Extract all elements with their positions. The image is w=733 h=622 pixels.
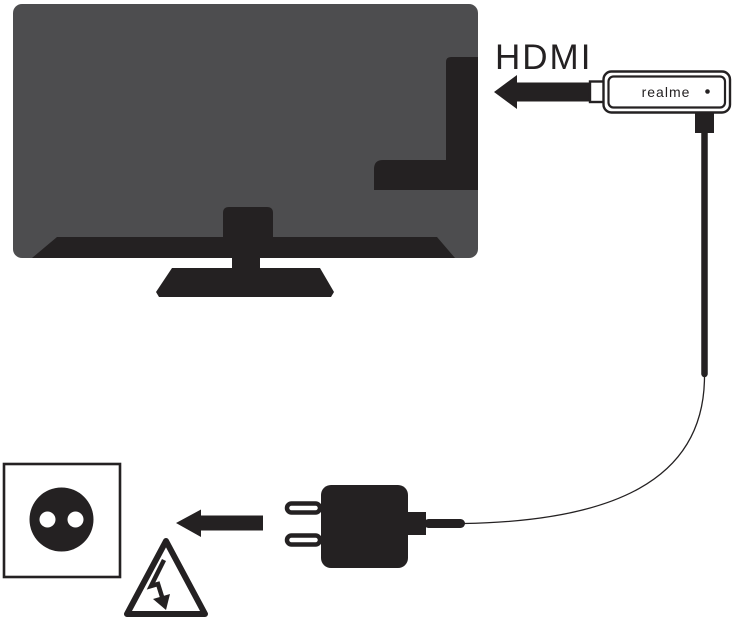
adapter-prong-top	[284, 501, 323, 515]
streaming-stick-icon	[588, 70, 732, 133]
usb-cable-icon	[463, 126, 708, 525]
stick-brand-label: realme	[641, 84, 691, 100]
tv-stand-mount	[223, 207, 273, 240]
lightning-bolt-icon	[146, 558, 170, 610]
lightning-zigzag	[146, 558, 167, 601]
adapter-prong-bottom	[284, 533, 323, 547]
stick-body-outer	[602, 70, 732, 114]
hdmi-label: HDMI	[495, 38, 593, 77]
wall-outlet-icon	[2, 462, 122, 579]
tv-stand-base	[156, 268, 334, 297]
tv-bottom-bezel	[32, 237, 455, 258]
outlet-hole-left	[39, 511, 56, 528]
outlet-hole-right	[67, 511, 84, 528]
high-voltage-warning-icon	[124, 538, 208, 617]
tv-screen	[13, 4, 478, 258]
adapter-usb-port	[407, 512, 426, 535]
power-arrow-left-icon	[176, 509, 263, 537]
tv-icon	[13, 4, 478, 297]
hdmi-arrow-left-icon	[494, 75, 592, 109]
cable-thin-segment	[463, 375, 706, 525]
warning-triangle	[124, 538, 208, 617]
lightning-arrowhead	[153, 594, 170, 610]
tv-port-panel	[374, 57, 478, 190]
adapter-body	[321, 485, 408, 568]
outlet-socket	[29, 487, 94, 552]
power-adapter-icon	[284, 485, 465, 568]
tv-stand-neck	[232, 257, 260, 271]
stick-body-inner	[607, 75, 727, 109]
stick-usb-connector	[695, 110, 714, 133]
led-indicator-dot	[705, 89, 710, 94]
adapter-cable-plug	[424, 519, 465, 528]
